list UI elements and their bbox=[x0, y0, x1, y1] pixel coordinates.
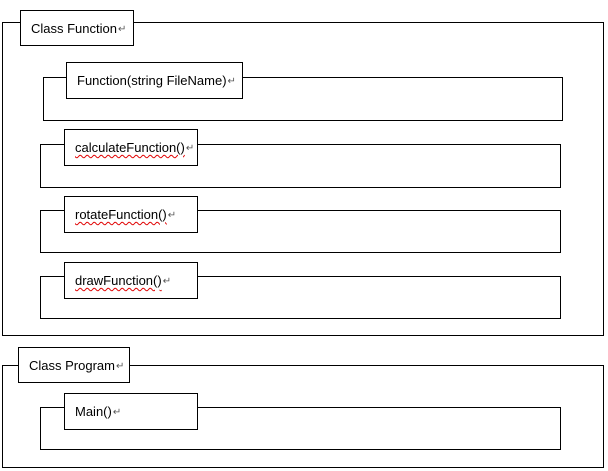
method-draw-label: drawFunction()↵ bbox=[64, 262, 198, 299]
method-rotate-label: rotateFunction()↵ bbox=[64, 196, 198, 233]
paragraph-mark-icon: ↵ bbox=[112, 407, 122, 418]
paragraph-mark-icon: ↵ bbox=[115, 360, 125, 372]
paragraph-mark-icon: ↵ bbox=[162, 276, 172, 287]
paragraph-mark-icon: ↵ bbox=[185, 143, 195, 154]
class-program-title: Class Program↵ bbox=[18, 347, 130, 383]
method-constructor-label: Function(string FileName)↵ bbox=[66, 62, 243, 99]
paragraph-mark-icon: ↵ bbox=[227, 76, 236, 87]
method-main-label: Main()↵ bbox=[64, 393, 198, 430]
class-function-title: Class Function↵ bbox=[20, 10, 134, 46]
paragraph-mark-icon: ↵ bbox=[167, 210, 177, 221]
paragraph-mark-icon: ↵ bbox=[117, 23, 127, 35]
method-calculate-label: calculateFunction()↵ bbox=[64, 129, 198, 166]
